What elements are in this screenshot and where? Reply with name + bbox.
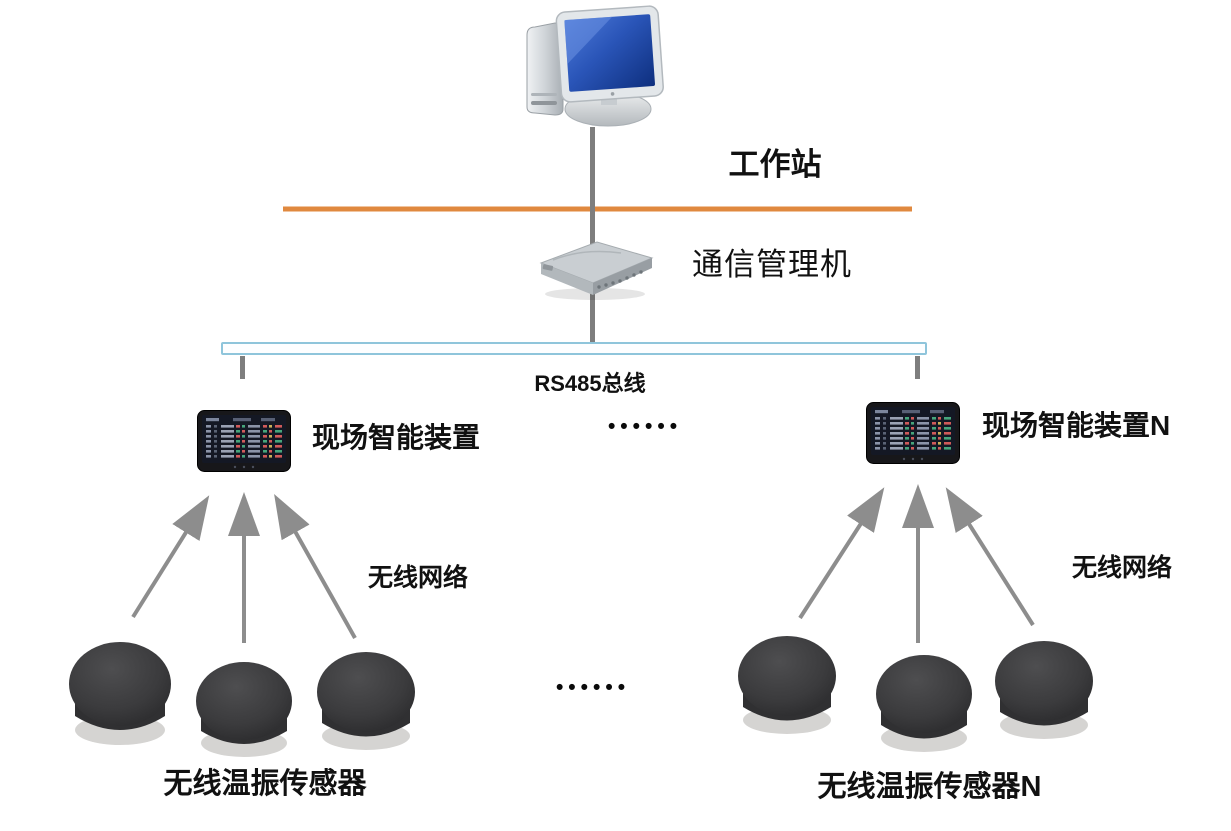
wireless-arrows-right xyxy=(798,484,1035,643)
wireless-right-label: 无线网络 xyxy=(1072,554,1173,582)
sensors-right-label: 无线温振传感器N xyxy=(817,771,1042,803)
comm-manager-label: 通信管理机 xyxy=(692,247,852,282)
sensor-puck-icon xyxy=(64,630,176,757)
workstation-label: 工作站 xyxy=(728,147,822,182)
hmi-screen-icon xyxy=(197,410,291,477)
sensor-puck-icon xyxy=(310,642,422,769)
modem-icon xyxy=(533,236,658,307)
desktop-computer-icon xyxy=(515,5,665,135)
sensors-ellipsis: •••••• xyxy=(555,676,631,699)
sensors-left-label: 无线温振传感器 xyxy=(163,768,367,800)
sensor-puck-icon xyxy=(988,631,1100,758)
device-left-label: 现场智能装置 xyxy=(312,422,481,453)
sensor-puck-icon xyxy=(731,626,843,753)
wireless-arrows-left xyxy=(131,492,357,643)
hmi-screen-icon xyxy=(866,402,960,469)
devices-ellipsis: •••••• xyxy=(607,415,683,438)
rs485-bus-bar xyxy=(221,342,927,355)
wireless-left-label: 无线网络 xyxy=(368,564,469,592)
rs485-bus-label: RS485总线 xyxy=(534,371,646,396)
sensor-puck-icon xyxy=(868,646,980,773)
device-right-label: 现场智能装置N xyxy=(982,410,1171,441)
sensor-puck-icon xyxy=(188,653,300,780)
